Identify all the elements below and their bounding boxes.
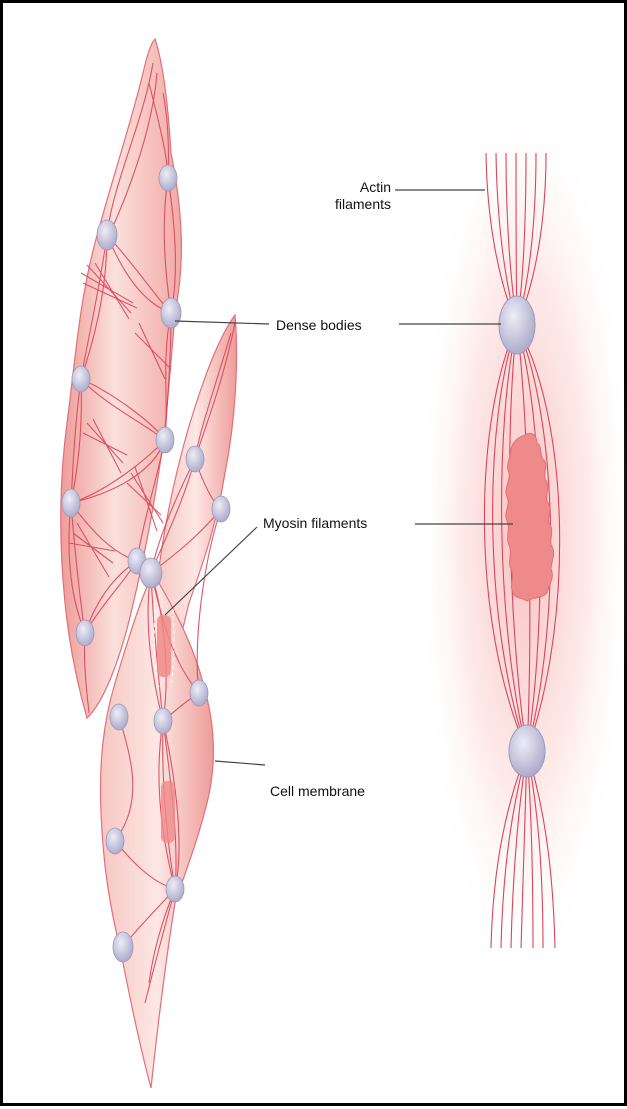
label-dense-bodies: Dense bodies [276,317,362,334]
unit-dense-body-top [499,296,535,354]
dense-body [156,427,174,453]
dense-body [97,220,117,250]
leader-dense-left [175,321,269,324]
dense-body [62,489,80,517]
dense-body [212,496,230,522]
dense-body [186,446,204,472]
dense-body [106,828,124,854]
unit-dense-body-bottom [509,725,545,777]
dense-body [159,165,177,191]
label-cell-membrane: Cell membrane [270,783,365,800]
dense-body [72,366,90,392]
dense-body [190,680,208,706]
label-actin-line2: filaments [323,196,391,213]
label-actin-filaments: Actin filaments [323,179,391,213]
dense-body [76,620,94,646]
dense-body [140,558,162,588]
dense-body [166,876,184,902]
label-myosin-filaments: Myosin filaments [263,515,367,532]
dense-body [154,708,172,734]
label-actin-line1: Actin [323,179,391,196]
smooth-muscle-diagram [3,3,627,1109]
muscle-cell-cluster [61,39,237,1088]
leader-membrane [215,761,265,765]
dense-body [161,298,181,328]
dense-body [113,932,133,962]
dense-body [110,704,128,730]
enlarged-contractile-unit [417,83,627,983]
